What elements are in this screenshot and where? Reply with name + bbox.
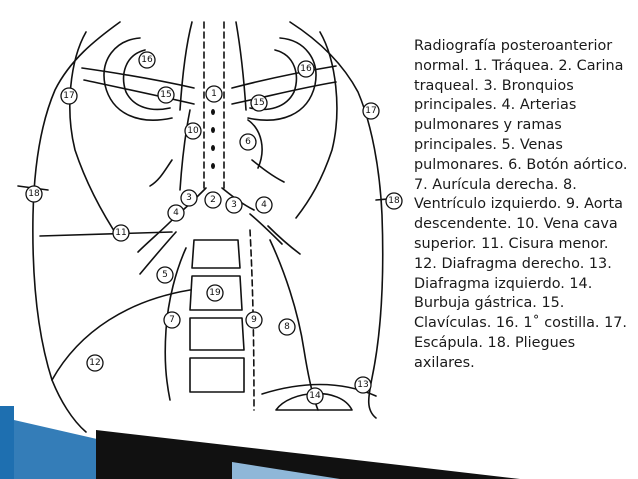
- label-4-left: 4: [255, 196, 273, 214]
- label-7: 7: [163, 311, 181, 329]
- svg-text:8: 8: [284, 322, 290, 332]
- right-chest-wall: [32, 21, 121, 433]
- left-upper-vessel: [251, 159, 285, 183]
- label-14: 14: [306, 387, 324, 405]
- left-scapula: [295, 31, 338, 219]
- label-2: 2: [204, 191, 222, 209]
- svg-text:16: 16: [141, 55, 153, 65]
- right-scapula: [69, 31, 121, 241]
- svg-text:11: 11: [115, 228, 126, 238]
- svg-text:5: 5: [162, 270, 168, 280]
- label-16-left: 16: [297, 60, 315, 78]
- svg-text:15: 15: [160, 90, 171, 100]
- right-clavicle: [81, 67, 195, 89]
- left-lung-inner-border: [235, 21, 247, 111]
- aortic-knob: [247, 119, 263, 169]
- vertebra-2: [189, 275, 243, 311]
- svg-text:18: 18: [28, 189, 40, 199]
- label-18-left: 18: [385, 192, 403, 210]
- right-clavicle-lower: [83, 79, 195, 105]
- svg-text:17: 17: [365, 106, 376, 116]
- svg-text:17: 17: [63, 91, 74, 101]
- left-clavicle: [231, 65, 337, 89]
- label-13: 13: [354, 376, 372, 394]
- label-3-left: 3: [225, 196, 243, 214]
- svg-text:16: 16: [300, 64, 312, 74]
- label-5: 5: [156, 266, 174, 284]
- svg-text:7: 7: [169, 315, 175, 325]
- label-18-right: 18: [25, 185, 43, 203]
- label-17-left: 17: [362, 102, 380, 120]
- left-vessel-branch: [267, 225, 301, 255]
- label-15-right: 15: [157, 86, 175, 104]
- svg-text:19: 19: [209, 288, 221, 298]
- svg-text:2: 2: [210, 195, 216, 205]
- svg-text:9: 9: [251, 315, 257, 325]
- svg-text:18: 18: [388, 196, 400, 206]
- svg-text:12: 12: [89, 358, 100, 368]
- descending-aorta: [249, 229, 255, 411]
- label-12: 12: [86, 354, 104, 372]
- svg-text:4: 4: [173, 208, 179, 218]
- label-3-right: 3: [180, 189, 198, 207]
- svg-text:10: 10: [187, 126, 199, 136]
- svg-text:3: 3: [231, 200, 237, 210]
- label-10: 10: [184, 122, 202, 140]
- left-first-rib-inner: [249, 49, 298, 111]
- right-atrium-border: [164, 247, 187, 401]
- label-4-right: 4: [167, 204, 185, 222]
- right-first-rib: [103, 37, 173, 121]
- chest-xray-diagram: 1 2 3 3 4 4 5 6 7 8 9 10 11 12 13 14 15 …: [17, 21, 403, 433]
- figure-caption: Radiografía posteroanterior normal. 1. T…: [414, 38, 628, 371]
- left-first-rib: [247, 37, 317, 121]
- label-19: 19: [206, 284, 224, 302]
- vertebra-3: [189, 317, 245, 351]
- superior-vena-cava: [179, 109, 191, 191]
- left-clavicle-lower: [231, 81, 337, 105]
- vertebra-4: [189, 357, 245, 393]
- svg-text:4: 4: [261, 200, 267, 210]
- right-first-rib-inner: [122, 49, 171, 111]
- right-pulmonary-vein: [139, 231, 177, 275]
- svg-text:14: 14: [309, 391, 321, 401]
- label-17-right: 17: [60, 87, 78, 105]
- label-9: 9: [245, 311, 263, 329]
- right-diaphragm: [51, 289, 191, 381]
- right-lung-inner-border: [179, 21, 193, 111]
- vertebra-1: [191, 239, 241, 269]
- label-1: 1: [205, 85, 223, 103]
- left-pulmonary-artery: [249, 213, 283, 245]
- label-16-right: 16: [138, 51, 156, 69]
- svg-text:13: 13: [357, 380, 368, 390]
- left-chest-wall: [289, 21, 384, 419]
- right-vessel-branch: [149, 159, 173, 187]
- minor-fissure: [39, 231, 173, 237]
- label-15-left: 15: [250, 94, 268, 112]
- svg-text:1: 1: [211, 89, 217, 99]
- svg-text:6: 6: [245, 137, 251, 147]
- label-6: 6: [239, 133, 257, 151]
- label-8: 8: [278, 318, 296, 336]
- label-11: 11: [112, 224, 130, 242]
- svg-text:3: 3: [186, 193, 192, 203]
- svg-text:15: 15: [253, 98, 264, 108]
